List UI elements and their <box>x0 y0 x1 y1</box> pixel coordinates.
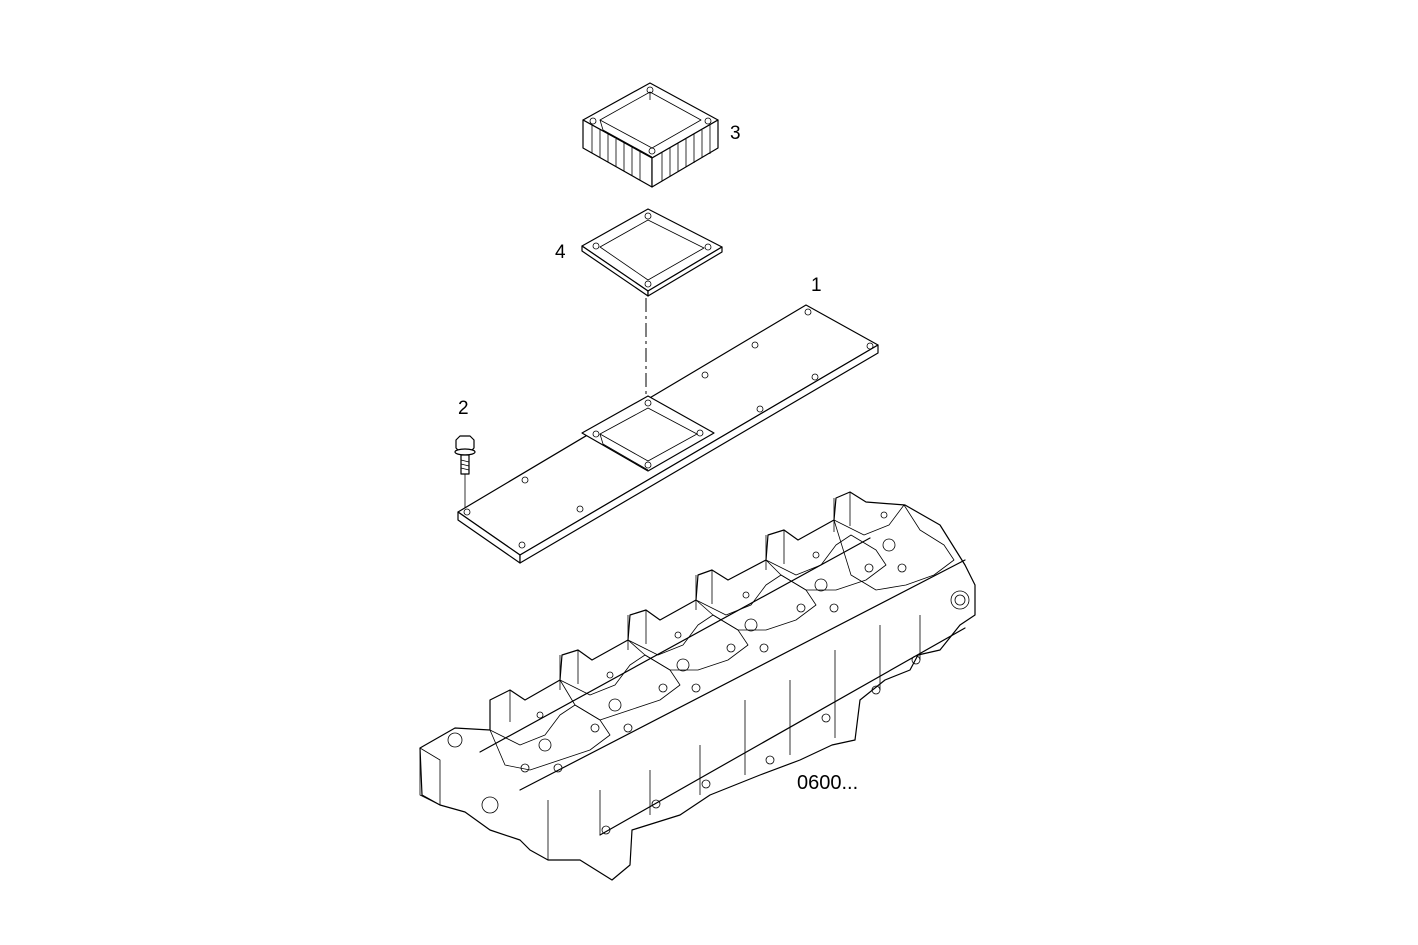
part-2-flange-bolt[interactable] <box>454 435 476 508</box>
cylinder-head <box>419 491 976 881</box>
drawing-reference-code: 0600... <box>797 772 858 794</box>
callout-part-2: 2 <box>458 398 469 419</box>
part-4-square-gasket[interactable] <box>581 208 723 297</box>
part-1-cover-plate[interactable] <box>457 304 879 564</box>
callout-part-4: 4 <box>555 242 566 263</box>
part-3-finned-cover[interactable] <box>582 82 719 188</box>
callout-part-1: 1 <box>811 275 822 296</box>
callout-part-3: 3 <box>730 123 741 144</box>
